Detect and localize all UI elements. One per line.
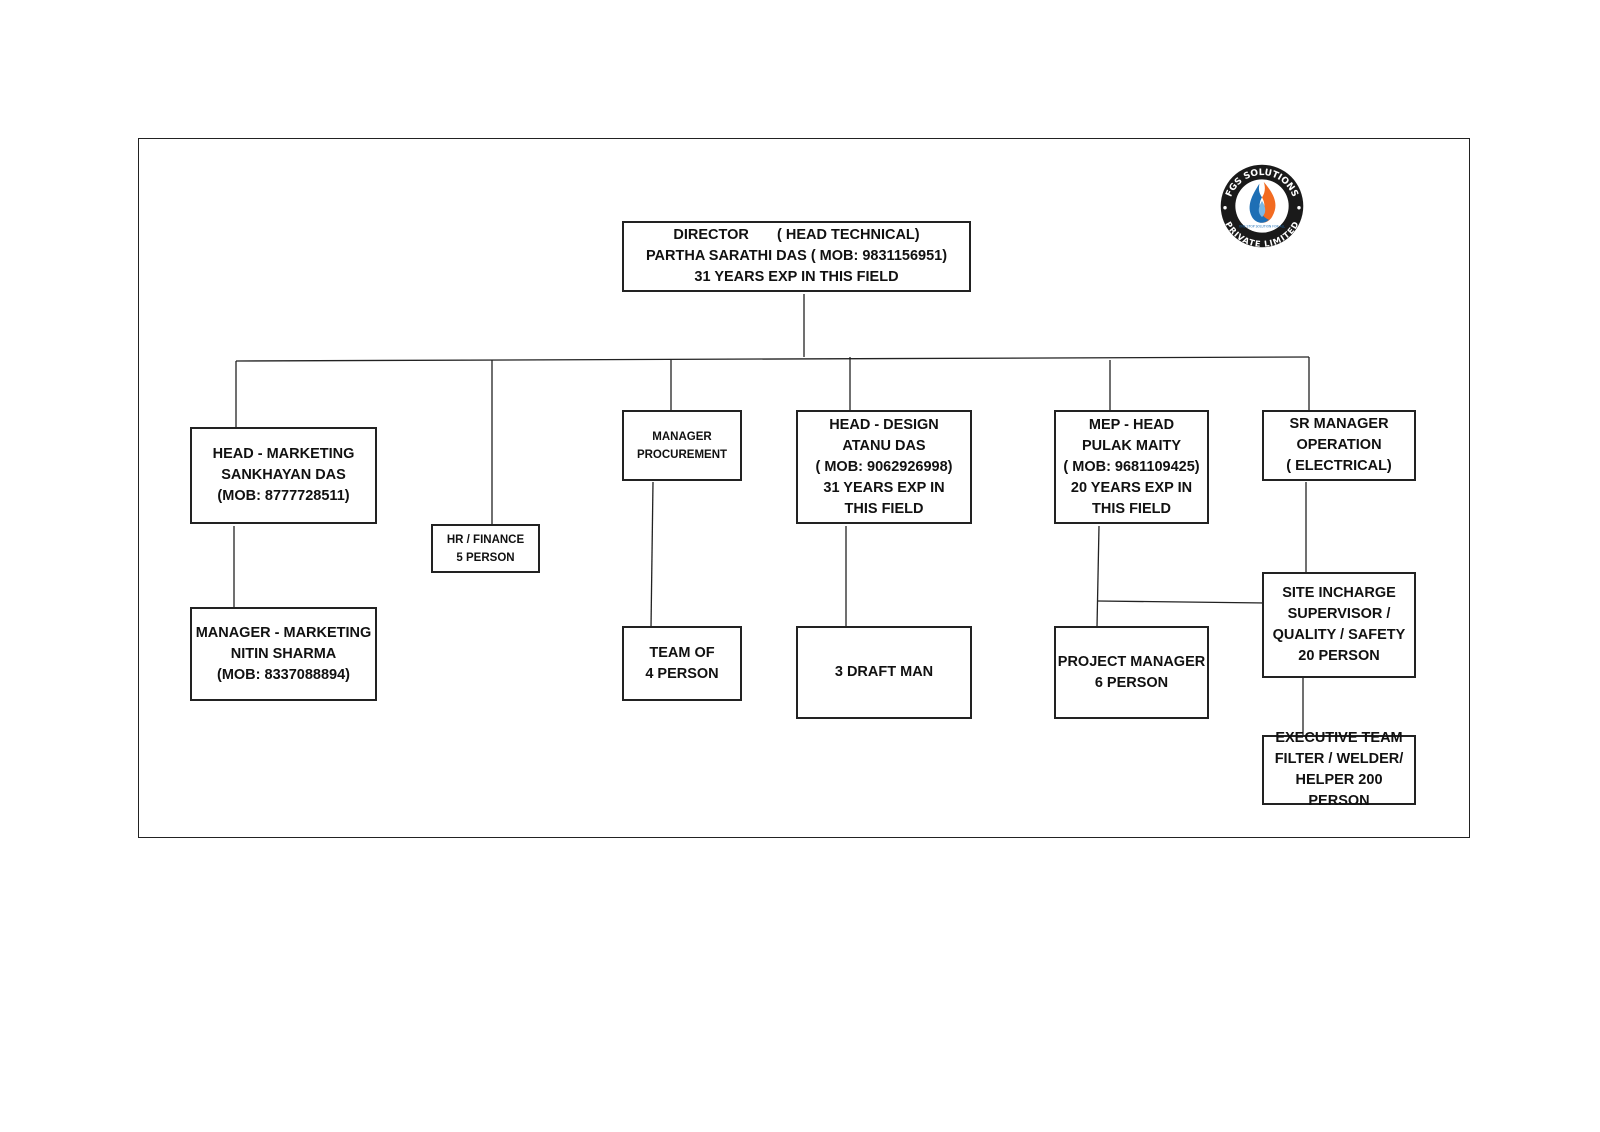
marketing-head-name: SANKHAYAN DAS <box>221 467 346 483</box>
mep-head-mobile: ( MOB: 9681109425) <box>1063 458 1200 475</box>
draft-team-box: 3 DRAFT MAN <box>796 626 972 719</box>
site-incharge-box: SITE INCHARGE SUPERVISOR / QUALITY / SAF… <box>1262 572 1416 678</box>
marketing-manager-name: NITIN SHARMA <box>230 645 337 662</box>
director-name: PARTHA SARATHI DAS ( MOB: 9831156951) <box>645 248 948 264</box>
design-head-title: HEAD - DESIGN <box>829 416 939 433</box>
marketing-head-title: HEAD - MARKETING <box>212 446 355 462</box>
logo-tagline: ONE STOP SOLUTION FOR ALL <box>1239 225 1286 229</box>
project-manager-count: 6 PERSON <box>1094 674 1169 691</box>
logo-dot-left <box>1223 206 1227 210</box>
design-head-box: HEAD - DESIGN ATANU DAS ( MOB: 906292699… <box>796 410 972 524</box>
flame-core-icon <box>1258 200 1266 218</box>
flame-orange-icon <box>1255 181 1276 223</box>
operation-manager-specialty: ( ELECTRICAL) <box>1286 458 1392 474</box>
connector-procurement-team <box>650 481 654 629</box>
operation-manager-dept: OPERATION <box>1296 437 1382 453</box>
marketing-manager-mobile: (MOB: 8337088894) <box>217 666 350 683</box>
procurement-title: MANAGER <box>652 430 712 443</box>
operation-manager-title: SR MANAGER <box>1289 416 1389 432</box>
logo-dot-right <box>1297 206 1301 210</box>
project-manager-box: PROJECT MANAGER 6 PERSON <box>1054 626 1209 719</box>
procurement-manager-box: MANAGER PROCUREMENT <box>622 410 742 481</box>
procurement-team-label: TEAM OF <box>649 644 715 661</box>
marketing-head-box: HEAD - MARKETING SANKHAYAN DAS (MOB: 877… <box>190 427 377 524</box>
procurement-team-box: TEAM OF 4 PERSON <box>622 626 742 701</box>
mep-head-box: MEP - HEAD PULAK MAITY ( MOB: 9681109425… <box>1054 410 1209 524</box>
marketing-manager-box: MANAGER - MARKETING NITIN SHARMA (MOB: 8… <box>190 607 377 701</box>
director-experience: 31 YEARS EXP IN THIS FIELD <box>694 269 899 285</box>
executive-team-box: EXECUTIVE TEAM FILTER / WELDER/ HELPER 2… <box>1262 730 1416 809</box>
fgs-logo: FGS SOLUTIONS PRIVATE LIMITED ONE STOP S… <box>1220 164 1304 249</box>
marketing-head-mobile: (MOB: 8777728511) <box>217 488 350 504</box>
connector-mep-site <box>1097 600 1267 604</box>
operation-manager-box: SR MANAGER OPERATION ( ELECTRICAL) <box>1262 410 1416 481</box>
hr-finance-box: HR / FINANCE 5 PERSON <box>431 524 540 573</box>
connector-project-manager <box>1096 525 1100 628</box>
procurement-team-count: 4 PERSON <box>645 665 719 682</box>
draft-team-label: 3 DRAFT MAN <box>834 664 934 680</box>
director-title: DIRECTOR ( HEAD TECHNICAL) <box>673 227 920 243</box>
executive-team-label: EXECUTIVE TEAM FILTER / WELDER/ HELPER 2… <box>1274 730 1404 809</box>
procurement-dept: PROCUREMENT <box>636 448 728 461</box>
design-head-name: ATANU DAS <box>842 437 926 454</box>
hr-finance-count: 5 PERSON <box>456 551 515 564</box>
connector-main-bus <box>235 356 1310 362</box>
mep-head-name: PULAK MAITY <box>1081 437 1182 454</box>
project-manager-title: PROJECT MANAGER <box>1057 653 1206 670</box>
hr-finance-title: HR / FINANCE <box>446 533 525 546</box>
site-incharge-label: SITE INCHARGE SUPERVISOR / QUALITY / SAF… <box>1272 585 1406 664</box>
design-head-experience: 31 YEARS EXP IN THIS FIELD <box>823 479 945 517</box>
flame-blue-icon <box>1249 183 1269 223</box>
chart-frame <box>138 138 1470 838</box>
marketing-manager-title: MANAGER - MARKETING <box>195 624 372 641</box>
mep-head-experience: 20 YEARS EXP IN THIS FIELD <box>1070 479 1193 517</box>
mep-head-title: MEP - HEAD <box>1088 416 1175 433</box>
director-box: DIRECTOR ( HEAD TECHNICAL) PARTHA SARATH… <box>622 221 971 292</box>
design-head-mobile: ( MOB: 9062926998) <box>815 458 953 475</box>
